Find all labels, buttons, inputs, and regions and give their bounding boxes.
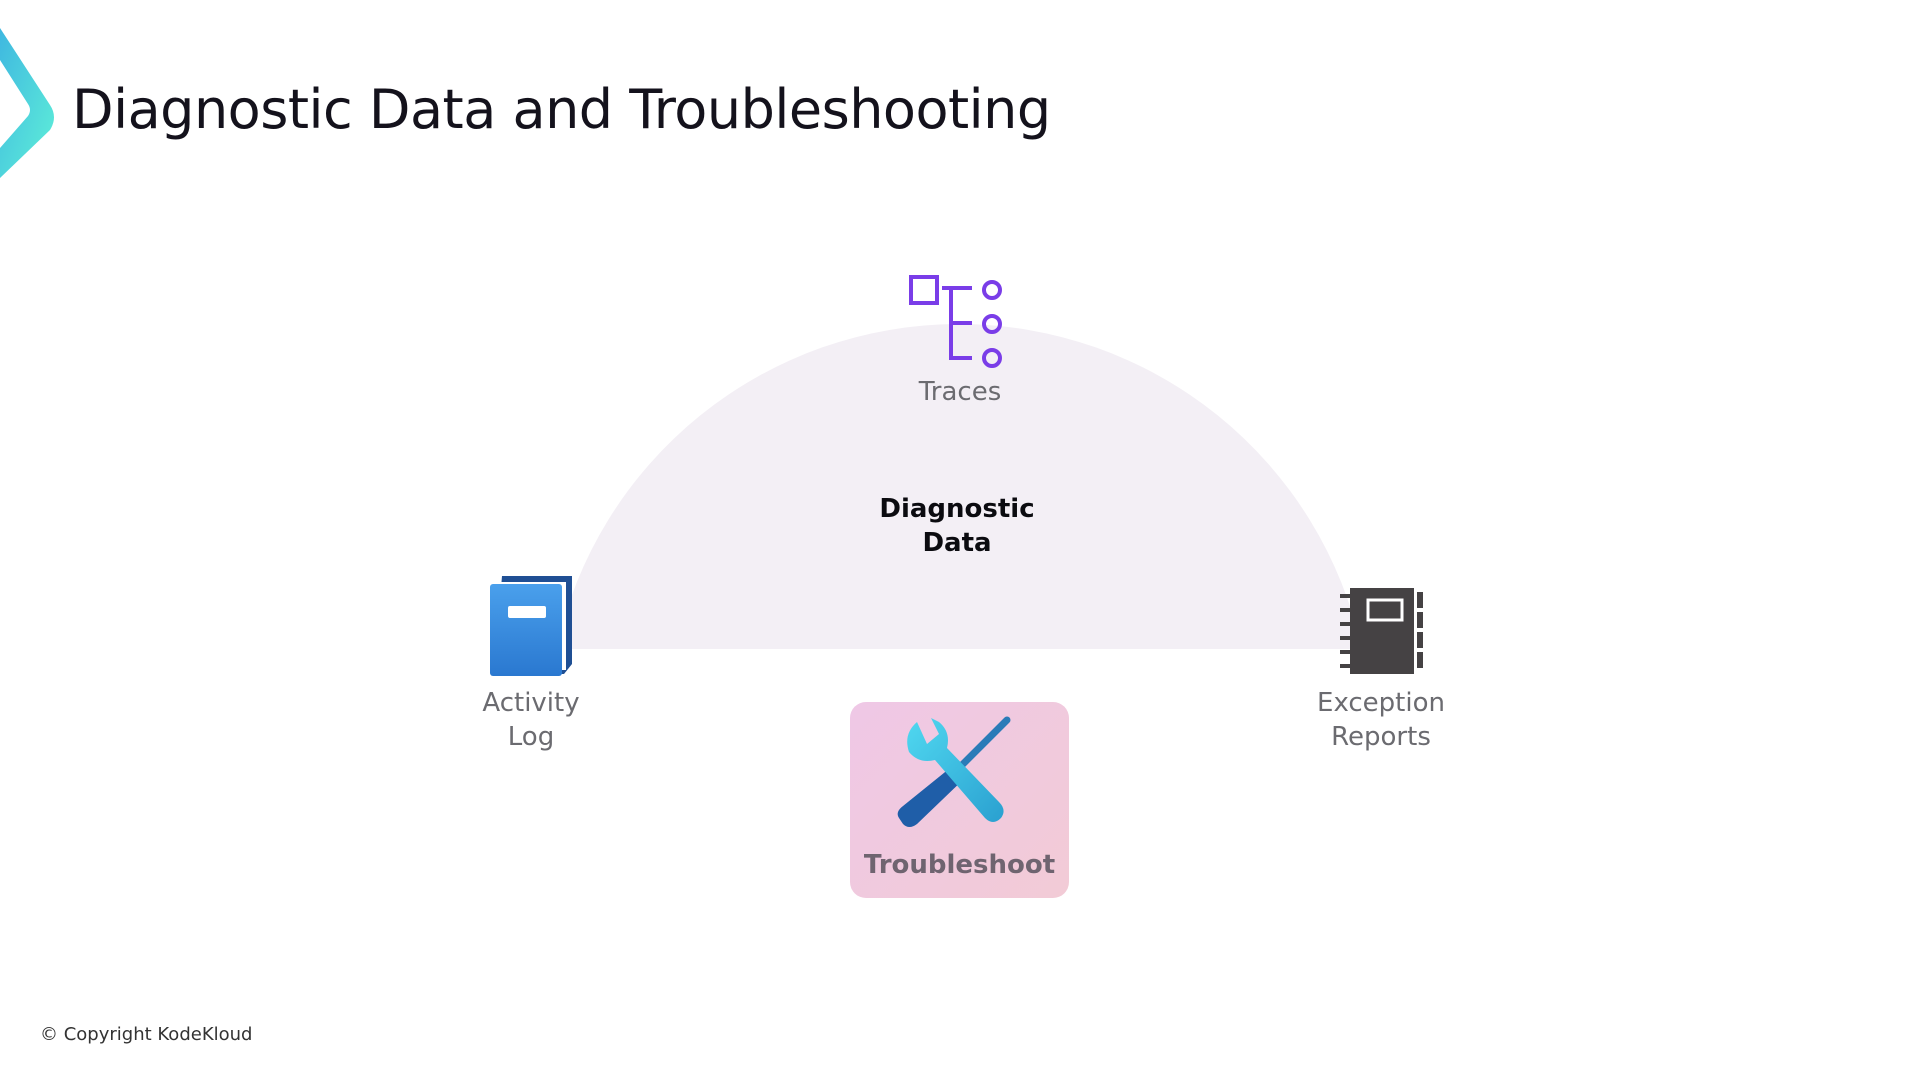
wrench-screwdriver-icon	[897, 716, 1011, 827]
page-title: Diagnostic Data and Troubleshooting	[72, 78, 1051, 141]
troubleshoot-card: Troubleshoot	[850, 702, 1069, 898]
exception-reports-label: Exception Reports	[1317, 686, 1445, 754]
center-line-2: Data	[922, 528, 992, 558]
traces-label: Traces	[918, 377, 1002, 407]
diagnostic-data-arc	[556, 324, 1362, 649]
copyright-text: © Copyright KodeKloud	[40, 1024, 253, 1045]
book-icon	[490, 576, 572, 676]
exception-reports-line-2: Reports	[1331, 722, 1431, 752]
tree-hierarchy-icon	[909, 275, 1002, 368]
kodekloud-chevron-logo	[0, 28, 54, 178]
center-line-1: Diagnostic	[879, 494, 1035, 524]
activity-log-line-1: Activity	[482, 688, 580, 718]
diagnostic-data-label: Diagnostic Data	[879, 492, 1034, 560]
exception-reports-line-1: Exception	[1317, 688, 1445, 718]
activity-log-label: Activity Log	[482, 686, 579, 754]
troubleshoot-label: Troubleshoot	[863, 850, 1056, 880]
notebook-icon	[1340, 588, 1423, 674]
activity-log-line-2: Log	[507, 722, 555, 752]
